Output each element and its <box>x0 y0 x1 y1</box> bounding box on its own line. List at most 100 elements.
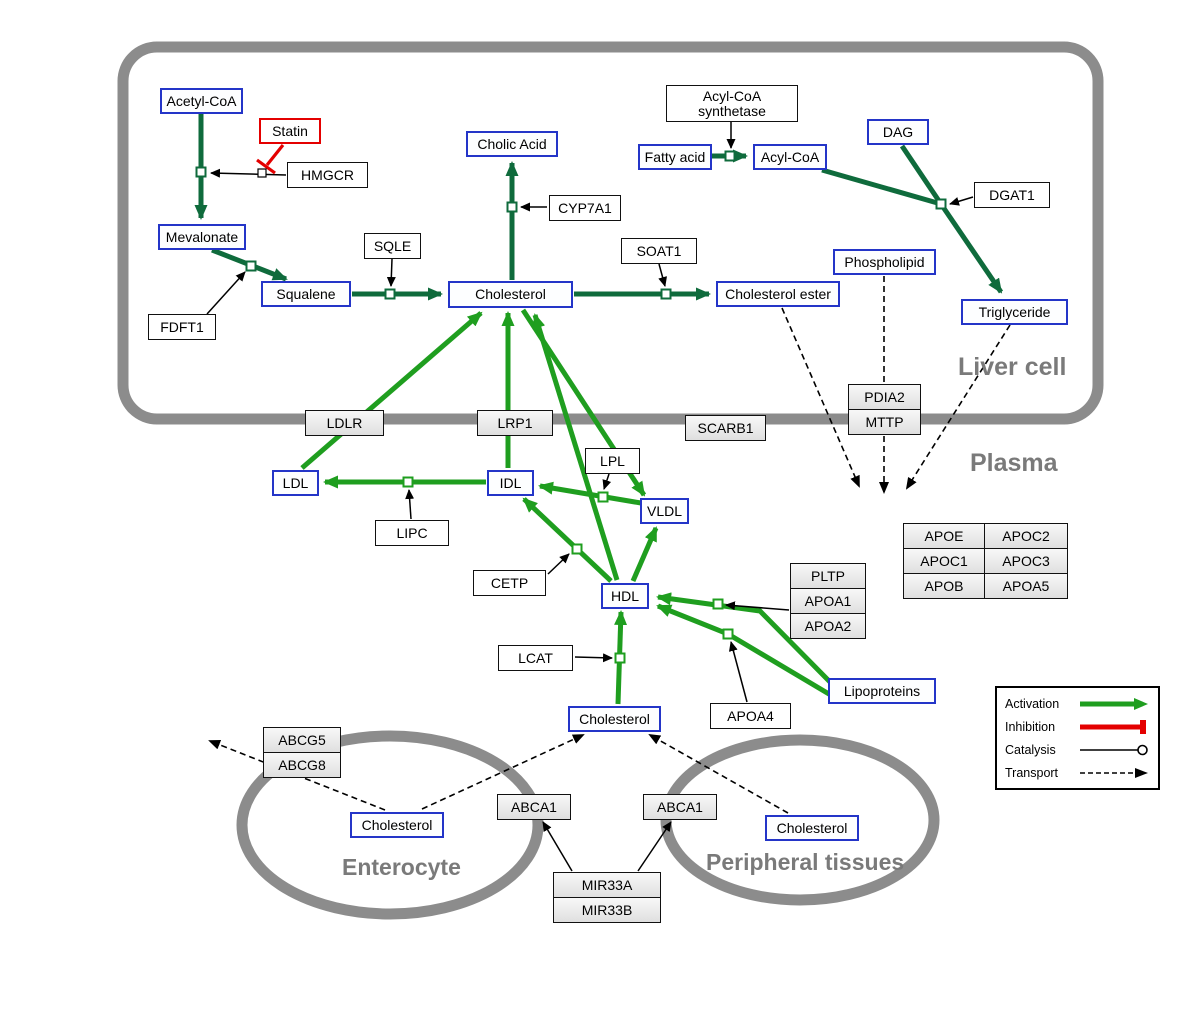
inhibition-edge <box>256 144 285 175</box>
edge-lpl-catalysis <box>602 473 612 490</box>
apo-table-cell[interactable]: APOC3 <box>984 548 1068 574</box>
node-cholesterol-ester[interactable]: Cholesterol ester <box>716 281 840 307</box>
node-hdl[interactable]: HDL <box>601 583 649 609</box>
catalysis-circle-icon <box>1080 744 1148 755</box>
node-cholic-acid[interactable]: Cholic Acid <box>466 131 558 157</box>
edge-triglyceride-secretion <box>905 324 1011 490</box>
edge-lipc-catalysis <box>405 489 415 520</box>
statin-anchor-square <box>257 168 267 178</box>
plasma-label: Plasma <box>970 449 1058 477</box>
node-hmgcr[interactable]: HMGCR <box>287 162 368 188</box>
acyl-coa-synthetase-line2: synthetase <box>698 102 766 119</box>
node-abcg8[interactable]: ABCG8 <box>263 752 341 778</box>
node-sqle[interactable]: SQLE <box>364 233 421 259</box>
node-lcat[interactable]: LCAT <box>498 645 573 671</box>
node-abcg5[interactable]: ABCG5 <box>263 727 341 753</box>
node-ldl[interactable]: LDL <box>272 470 319 496</box>
node-abca1-right[interactable]: ABCA1 <box>643 794 717 820</box>
node-fatty-acid[interactable]: Fatty acid <box>638 144 712 170</box>
edge-peripheral-to-plasma <box>648 734 789 814</box>
node-mir33a[interactable]: MIR33A <box>553 872 661 898</box>
node-lrp1[interactable]: LRP1 <box>477 410 553 436</box>
node-abca1-left[interactable]: ABCA1 <box>497 794 571 820</box>
node-triglyceride[interactable]: Triglyceride <box>961 299 1068 325</box>
node-lipc[interactable]: LIPC <box>375 520 449 546</box>
node-acyl-coa-synthetase[interactable]: Acyl-CoA synthetase <box>666 85 798 122</box>
enterocyte-membrane <box>236 730 544 920</box>
node-lipoproteins[interactable]: Lipoproteins <box>828 678 936 704</box>
apo-table-cell[interactable]: APOE <box>903 523 985 549</box>
node-cholesterol-liver[interactable]: Cholesterol <box>448 281 573 308</box>
edge-lipoproteins-hdl-upper <box>656 592 834 686</box>
edge-mir33-abca1-right <box>637 821 672 872</box>
node-cyp7a1[interactable]: CYP7A1 <box>549 195 621 221</box>
edge-fdft1-catalysis <box>206 271 246 315</box>
legend-activation-label: Activation <box>1005 696 1060 711</box>
edge-cetp-catalysis <box>547 553 570 575</box>
node-mttp[interactable]: MTTP <box>848 409 921 435</box>
edge-dag-dgat-junction <box>899 144 944 206</box>
node-cholesterol-peripheral[interactable]: Cholesterol <box>765 815 859 841</box>
edge-soat1-catalysis <box>658 263 667 287</box>
node-dag[interactable]: DAG <box>867 119 929 145</box>
edge-hdl-vldl <box>630 526 659 582</box>
node-idl[interactable]: IDL <box>487 470 534 496</box>
legend-transport-label: Transport <box>1005 765 1059 780</box>
node-pltp[interactable]: PLTP <box>790 563 866 589</box>
inhibition-tbar <box>256 158 276 175</box>
node-statin[interactable]: Statin <box>259 118 321 144</box>
edge-hmgcr-catalysis <box>210 168 287 178</box>
node-apoa4[interactable]: APOA4 <box>710 703 791 729</box>
edge-dgat1-catalysis <box>949 196 974 206</box>
legend-catalysis-label: Catalysis <box>1005 742 1056 757</box>
node-apoa1[interactable]: APOA1 <box>790 588 866 614</box>
apo-table-cell[interactable]: APOA5 <box>984 573 1068 599</box>
edge-cholesterolester-secretion <box>781 307 860 488</box>
edge-hdl-idl <box>522 497 613 583</box>
legend-row-catalysis: Catalysis <box>1005 739 1150 761</box>
apo-table-cell[interactable]: APOC1 <box>903 548 985 574</box>
inhibition-tbar-icon <box>1080 719 1146 734</box>
activation-edges <box>300 308 836 705</box>
node-ldlr[interactable]: LDLR <box>305 410 384 436</box>
node-cholesterol-plasma[interactable]: Cholesterol <box>568 706 661 732</box>
acyl-coa-synthetase-line1: Acyl-CoA <box>702 87 762 104</box>
reaction-anchors <box>195 150 947 664</box>
node-mir33b[interactable]: MIR33B <box>553 897 661 923</box>
liver-cell-label: Liver cell <box>958 353 1067 381</box>
reaction-edges <box>194 114 1004 301</box>
enterocyte-label: Enterocyte <box>342 854 461 880</box>
edge-vldl-idl <box>538 481 642 506</box>
edge-junction-triglyceride <box>938 202 1004 294</box>
legend: Activation Inhibition Catalysis Transpor… <box>995 686 1160 790</box>
node-fdft1[interactable]: FDFT1 <box>148 314 216 340</box>
legend-inhibition-label: Inhibition <box>1005 719 1056 734</box>
legend-row-activation: Activation <box>1005 693 1150 715</box>
catalysis-edges <box>206 122 974 872</box>
apo-table-cell[interactable]: APOB <box>903 573 985 599</box>
node-acetyl-coa[interactable]: Acetyl-CoA <box>160 88 243 114</box>
transport-dashed-arrow-icon <box>1080 767 1148 778</box>
apo-table-cell[interactable]: APOC2 <box>984 523 1068 549</box>
node-cholesterol-enterocyte[interactable]: Cholesterol <box>350 812 444 838</box>
node-scarb1[interactable]: SCARB1 <box>685 415 766 441</box>
node-phospholipid[interactable]: Phospholipid <box>833 249 936 275</box>
peripheral-tissues-membrane <box>660 734 940 906</box>
node-mevalonate[interactable]: Mevalonate <box>158 224 246 250</box>
node-soat1[interactable]: SOAT1 <box>621 238 697 264</box>
legend-row-inhibition: Inhibition <box>1005 716 1150 738</box>
node-pdia2[interactable]: PDIA2 <box>848 384 921 410</box>
node-acyl-coa[interactable]: Acyl-CoA <box>753 144 827 170</box>
node-apoa2[interactable]: APOA2 <box>790 613 866 639</box>
node-lpl[interactable]: LPL <box>585 448 640 474</box>
node-dgat1[interactable]: DGAT1 <box>974 182 1050 208</box>
edge-statin-inhibits-hmgcr <box>265 144 285 166</box>
edge-hdl-cholesterol <box>532 313 620 581</box>
edge-apoa4-catalysis <box>728 641 748 703</box>
node-cetp[interactable]: CETP <box>473 570 546 596</box>
node-squalene[interactable]: Squalene <box>261 281 351 307</box>
node-vldl[interactable]: VLDL <box>640 498 689 524</box>
edge-pltp-apoa-catalysis <box>725 601 790 611</box>
legend-row-transport: Transport <box>1005 762 1150 784</box>
